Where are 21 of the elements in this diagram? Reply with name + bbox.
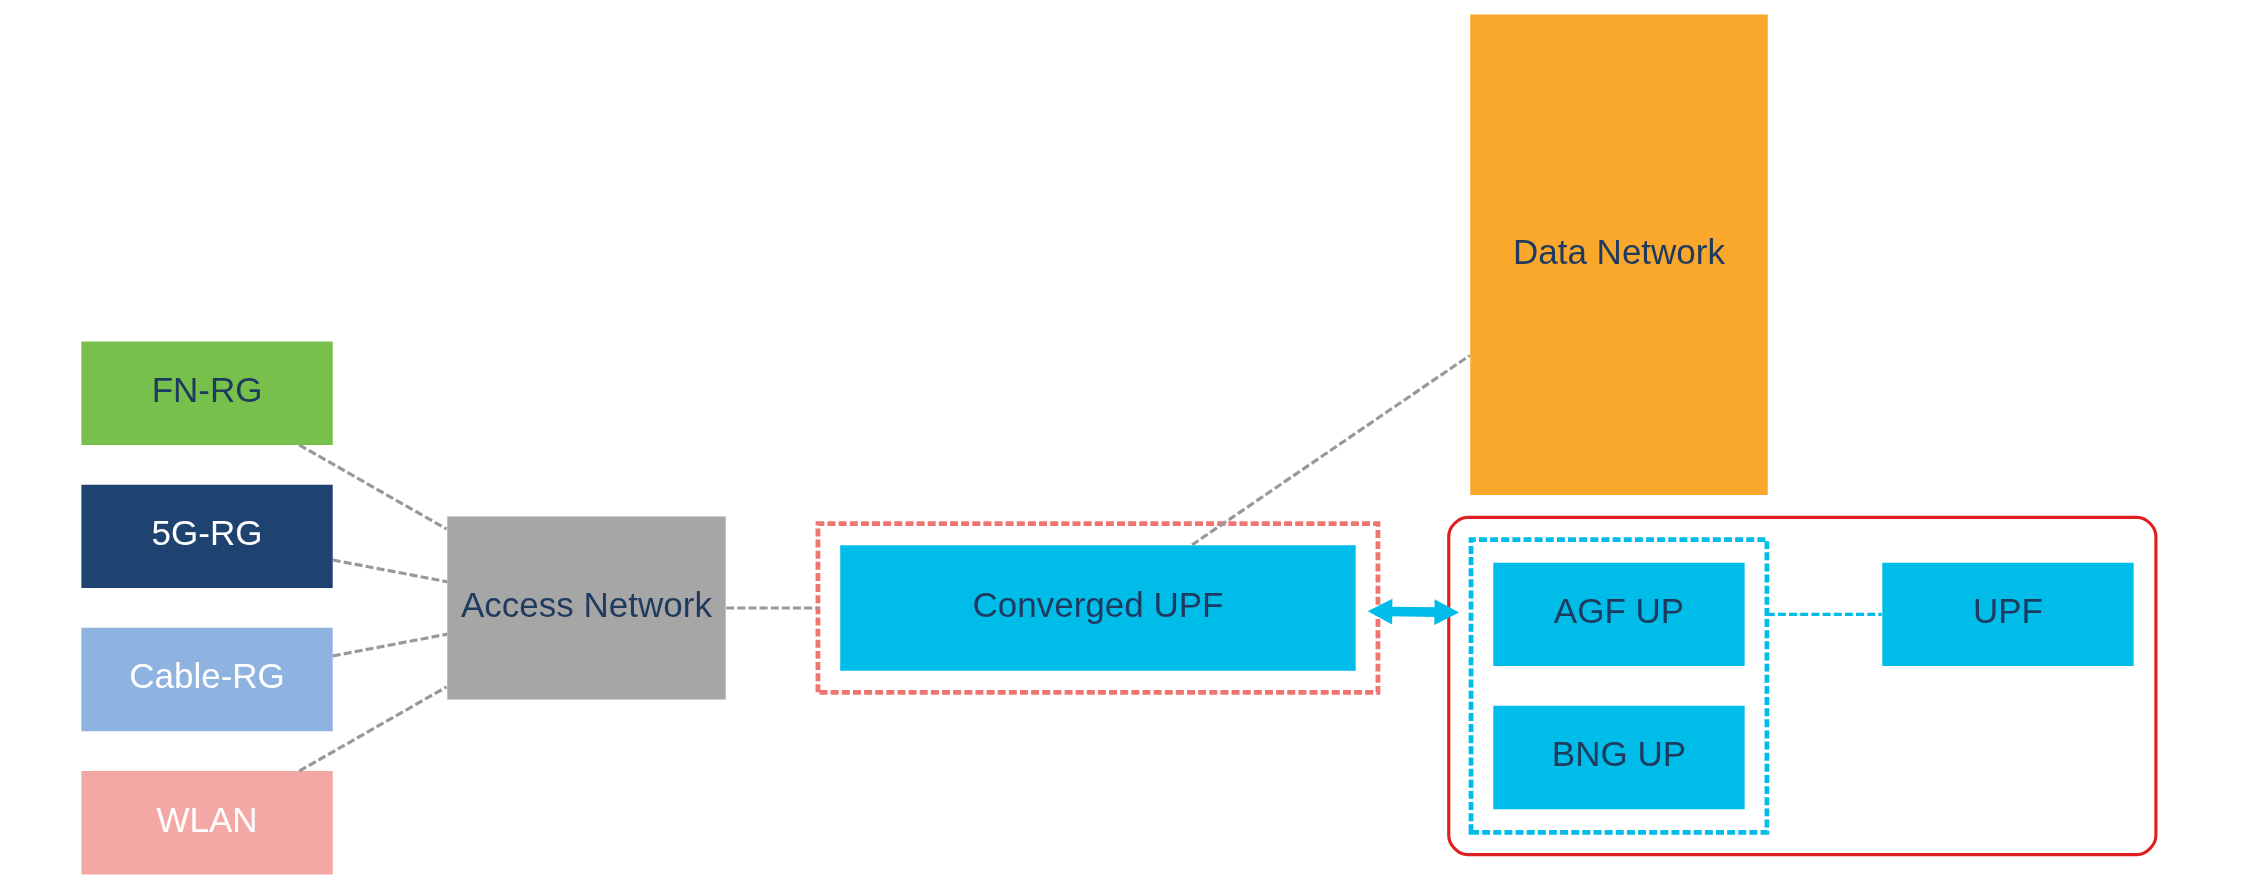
cluster bbox=[815, 521, 1380, 695]
connector bbox=[1190, 354, 1471, 547]
node-box: FN-RG bbox=[80, 341, 333, 445]
connector bbox=[332, 632, 447, 658]
node-box: Access Network bbox=[446, 516, 726, 700]
connector bbox=[297, 685, 447, 773]
connector bbox=[725, 606, 818, 610]
node-box: WLAN bbox=[80, 771, 333, 875]
node-box: AGF UP bbox=[1492, 562, 1745, 667]
arrow bbox=[1367, 598, 1459, 625]
node-box: Converged UPF bbox=[839, 545, 1356, 671]
node-box: Cable-RG bbox=[80, 627, 333, 732]
node-box: 5G-RG bbox=[80, 484, 333, 589]
cluster bbox=[1468, 537, 1769, 835]
connector bbox=[332, 558, 447, 584]
connector bbox=[1766, 612, 1882, 616]
node-box: Data Network bbox=[1469, 14, 1768, 495]
cluster bbox=[1446, 515, 2157, 857]
node-box: BNG UP bbox=[1492, 705, 1745, 810]
connector bbox=[297, 443, 447, 531]
node-box: UPF bbox=[1881, 562, 2134, 667]
